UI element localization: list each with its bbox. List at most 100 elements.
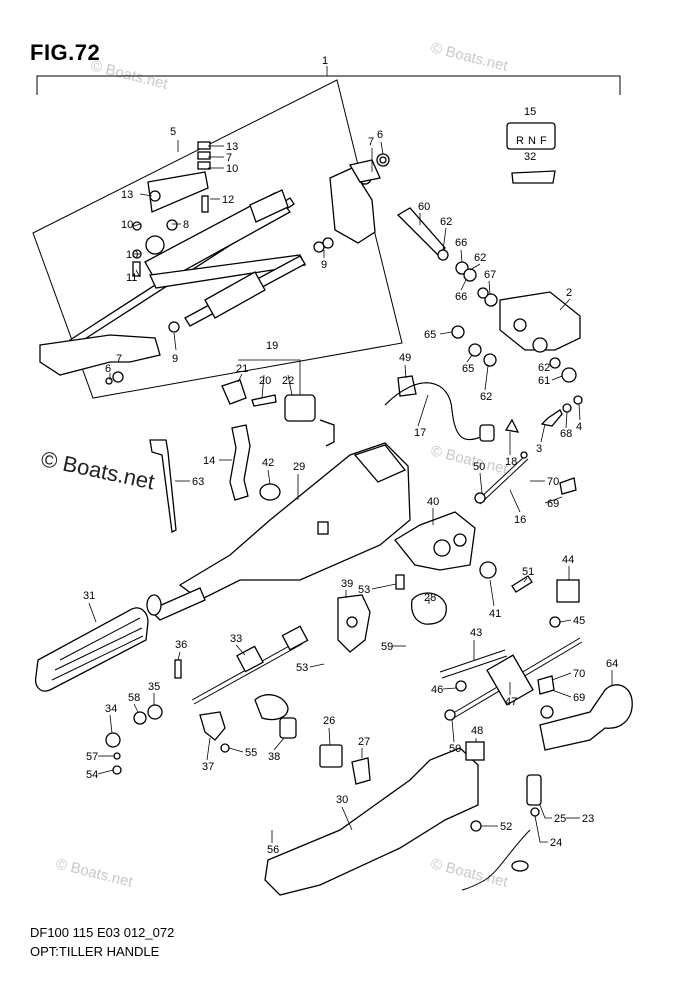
callout-30: 30 xyxy=(336,794,348,806)
callout-34: 34 xyxy=(105,703,117,715)
callout-65: 65 xyxy=(424,329,436,341)
watermark-top-right: © Boats.net xyxy=(429,39,510,75)
watermark-top-left: © Boats.net xyxy=(89,57,170,93)
callout-4: 4 xyxy=(576,421,582,433)
callout-14: 14 xyxy=(203,455,215,467)
callout-64: 64 xyxy=(606,658,618,670)
callout-6: 6 xyxy=(377,129,383,141)
callout-9b: 9 xyxy=(172,353,178,365)
figure-title: FIG.72 xyxy=(30,40,101,65)
shift-label-f: F xyxy=(540,135,547,147)
callout-13: 13 xyxy=(226,141,238,153)
shift-label-r: R xyxy=(516,135,524,147)
callout-61: 61 xyxy=(538,375,550,387)
callout-58: 58 xyxy=(128,692,140,704)
callout-16: 16 xyxy=(514,514,526,526)
callout-23: 23 xyxy=(582,813,594,825)
tiller-bracket-base xyxy=(264,747,479,896)
callout-29: 29 xyxy=(293,461,305,473)
friction-lever xyxy=(229,424,251,501)
callout-27: 27 xyxy=(358,736,370,748)
footer-code: DF100 115 E03 012_072 xyxy=(30,925,175,940)
callout-67: 67 xyxy=(484,269,496,281)
callout-55: 55 xyxy=(245,747,257,759)
callout-62c: 62 xyxy=(480,391,492,403)
shift-cable-33 xyxy=(174,625,309,705)
callout-52: 52 xyxy=(500,821,512,833)
callout-62b: 62 xyxy=(474,252,486,264)
callout-62d: 62 xyxy=(538,362,550,374)
band-42 xyxy=(259,483,281,501)
leader-lines xyxy=(88,141,613,843)
watermark-bottom-left: © Boats.net xyxy=(54,855,135,891)
bolt-set-3 xyxy=(504,395,583,433)
shift-mechanism xyxy=(394,451,577,579)
callout-2: 2 xyxy=(566,287,572,299)
shift-indicator-label: R N F xyxy=(506,122,556,184)
lower-left-fasteners xyxy=(105,704,163,775)
link-rods xyxy=(439,637,583,721)
callout-53b: 53 xyxy=(296,662,308,674)
callout-25: 25 xyxy=(554,813,566,825)
callout-3: 3 xyxy=(536,443,542,455)
callout-46: 46 xyxy=(431,684,443,696)
callout-50b: 50 xyxy=(449,743,461,755)
callout-6b: 6 xyxy=(105,363,111,375)
stop-switch-lanyard xyxy=(461,774,542,891)
callout-numbers: 1 5 13 7 10 13 12 10 8 10 11 7 6 9 9 6 7… xyxy=(83,55,618,856)
callout-1: 1 xyxy=(322,55,328,67)
tiller-handle-body xyxy=(148,442,411,621)
callout-11: 11 xyxy=(126,272,137,284)
misc-fasteners xyxy=(511,575,580,628)
callout-47: 47 xyxy=(505,696,517,708)
callout-19: 19 xyxy=(266,340,278,352)
callout-10c: 10 xyxy=(126,249,138,261)
callout-15: 15 xyxy=(524,106,536,118)
callout-42: 42 xyxy=(262,457,274,469)
callout-69b: 69 xyxy=(573,692,585,704)
callout-22: 22 xyxy=(282,375,294,387)
callout-8: 8 xyxy=(183,219,189,231)
callout-56: 56 xyxy=(267,844,279,856)
callout-10: 10 xyxy=(226,163,238,175)
throttle-grip xyxy=(34,594,162,692)
callout-13b: 13 xyxy=(121,189,133,201)
callout-38: 38 xyxy=(268,751,280,763)
callout-59: 59 xyxy=(381,641,393,653)
callout-31: 31 xyxy=(83,590,95,602)
callout-32: 32 xyxy=(524,151,536,163)
connector-26-27 xyxy=(319,744,371,785)
bracket-39 xyxy=(337,574,447,653)
mount-bracket-assembly xyxy=(396,207,581,383)
callout-12: 12 xyxy=(222,194,234,206)
callout-35: 35 xyxy=(148,681,160,693)
watermark-middle: © Boats.net xyxy=(429,442,510,478)
callout-62: 62 xyxy=(440,216,452,228)
callout-48: 48 xyxy=(471,725,483,737)
callout-20: 20 xyxy=(259,375,271,387)
callout-54: 54 xyxy=(86,769,98,781)
callout-66: 66 xyxy=(455,237,467,249)
ignition-switch-assembly xyxy=(221,375,417,447)
arm-64 xyxy=(539,684,633,751)
callout-70: 70 xyxy=(547,476,559,488)
callout-57: 57 xyxy=(86,751,98,763)
callout-33: 33 xyxy=(230,633,242,645)
callout-7b: 7 xyxy=(368,136,374,148)
clamp-37-38 xyxy=(199,694,297,753)
callout-41: 41 xyxy=(489,608,501,620)
callout-37: 37 xyxy=(202,761,214,773)
callout-43: 43 xyxy=(470,627,482,639)
callout-60: 60 xyxy=(418,201,430,213)
upper-shaft-assembly xyxy=(39,141,390,385)
callout-5: 5 xyxy=(170,126,176,138)
callout-17: 17 xyxy=(414,427,426,439)
callout-53: 53 xyxy=(358,584,370,596)
callout-68: 68 xyxy=(560,428,572,440)
footer-caption: OPT:TILLER HANDLE xyxy=(30,944,160,959)
shift-label-n: N xyxy=(528,135,536,147)
callout-65b: 65 xyxy=(462,363,474,375)
callout-7c: 7 xyxy=(116,353,122,365)
